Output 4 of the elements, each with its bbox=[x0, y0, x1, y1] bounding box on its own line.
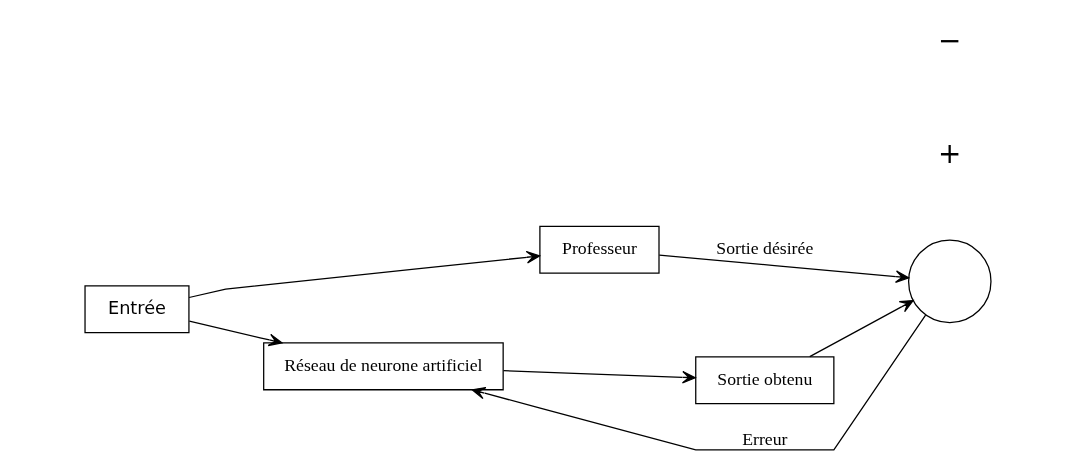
edge-label: Erreur bbox=[742, 428, 788, 449]
label: − bbox=[938, 23, 962, 57]
label: + bbox=[938, 136, 962, 170]
edge-label: Sortie désirée bbox=[716, 237, 814, 258]
